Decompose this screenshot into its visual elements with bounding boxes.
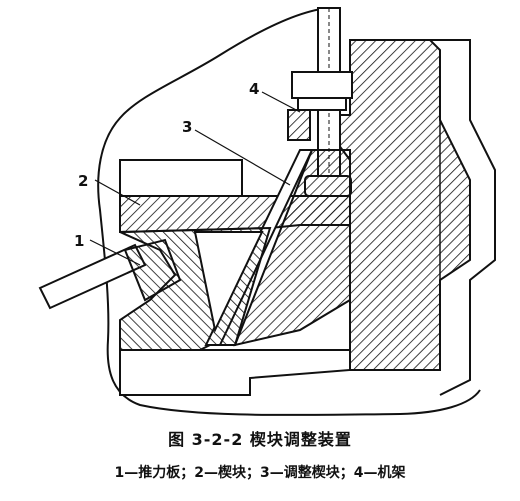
wedge-adjustment-drawing: 2 1 3 4 — [38, 7, 496, 417]
callout-3: 3 — [182, 118, 192, 136]
callout-1: 1 — [74, 232, 84, 250]
break-outline — [97, 7, 481, 417]
thrust-seat — [123, 238, 182, 302]
frame-body — [334, 39, 471, 371]
callout-4: 4 — [249, 80, 259, 98]
figure-caption: 图 3-2-2 楔块调整装置 — [168, 430, 352, 449]
upper-plate — [119, 159, 243, 197]
wedge-right-body — [233, 149, 351, 347]
washer — [297, 97, 347, 111]
bolt-seat — [287, 109, 311, 141]
triangle-cavity — [193, 231, 264, 334]
figure-legend: 1—推力板；2—楔块；3—调整楔块；4—机架 — [114, 465, 406, 481]
base-block — [119, 349, 351, 396]
nut — [291, 71, 353, 99]
frame-outer-edge — [430, 39, 496, 396]
callout-2: 2 — [78, 172, 88, 190]
